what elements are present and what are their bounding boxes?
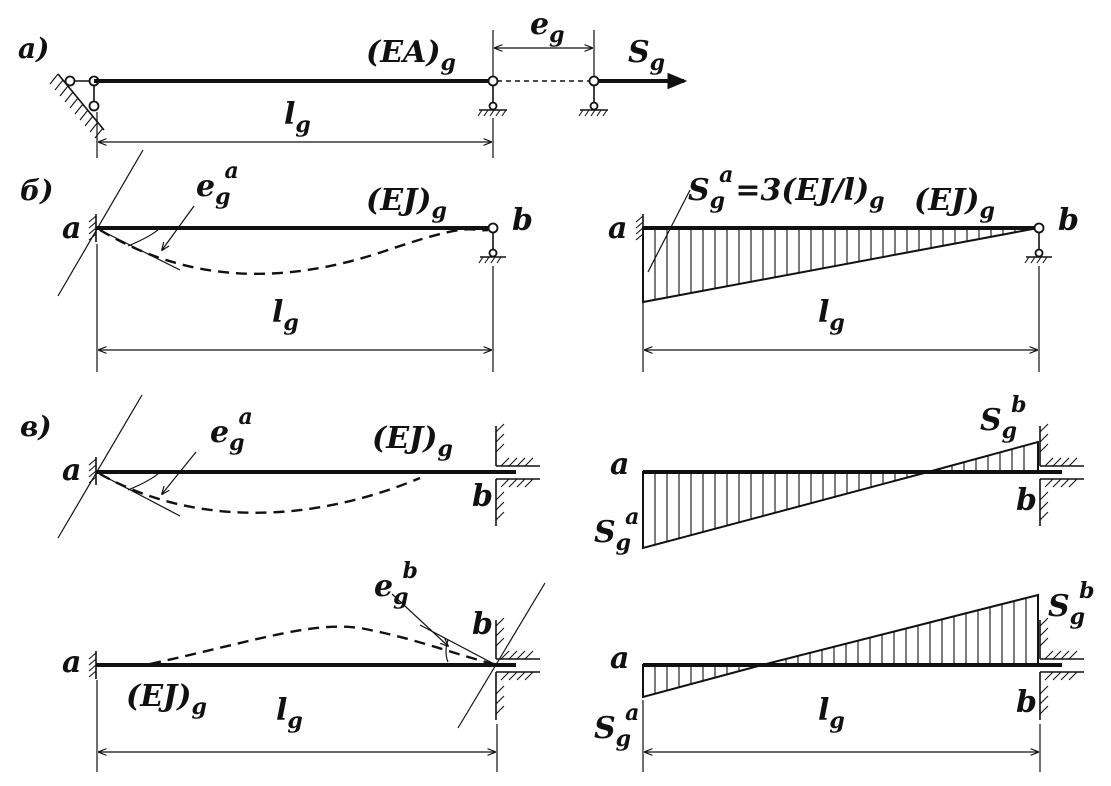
label-l-g-v2-left: lg [276,693,303,734]
rotation-line-v1 [57,394,143,539]
rotation-arc [127,227,161,247]
pointer-e-gb [391,593,448,646]
label-ej-g-b-left: (EJ)g [366,183,447,224]
part-b-label: б) [20,174,53,207]
label-e-g-a-v1: ega [210,404,253,456]
tangent-line-v1 [95,471,181,517]
node-b-b-left: b [512,203,533,238]
fixed-support-v2-left [88,651,97,679]
pointer-e-ga [162,205,195,250]
formula-leader [647,189,691,273]
deflection-curve-v1 [99,472,421,514]
label-s-g-b-v2: Sgb [1048,578,1094,630]
moment-diagram-b [642,227,1039,304]
label-l-g-b-left: lg [272,295,299,336]
node-b-v2-right: b [1016,685,1037,720]
label-e-g-b-v2: egb [374,558,418,610]
label-ej-g-b-right: (EJ)g [914,183,995,224]
label-ea-g: (EA)g [366,35,456,76]
part-v-upper-right: a [594,392,1084,556]
moment-diagram-v1-neg [642,471,929,550]
moment-diagram-v1-pos [927,440,1039,473]
node-a-v1-right: a [610,447,629,482]
part-a-label: a) [18,32,49,65]
deflection-curve-b [99,228,489,275]
label-l-g-a: lg [284,97,311,138]
rotation-arc-v2 [445,639,449,663]
label-s-g-a-v2: Sga [594,700,639,752]
sliding-clamp-v1-right [1039,423,1084,526]
part-a: a) [18,7,688,158]
moment-hatching-b [654,228,1028,300]
moment-diagram-v2-pos [761,593,1039,666]
rotation-line-v2 [457,582,546,729]
part-b-left: б) a b ega (EJ)g [20,149,533,372]
part-v-lower-right: a [594,578,1094,772]
fixed-support-v1-left [88,457,97,485]
node-a-v2-right: a [610,641,629,676]
force-label-s: Sg [628,35,665,76]
displaced-support [578,75,608,117]
node-b-v1-right: b [1016,483,1037,518]
fixed-support-b-right [635,214,644,242]
label-s-g-b-v1: Sgb [980,392,1026,444]
formula-s-g-a: Sga=3(EJ/l)g [688,162,885,214]
part-v-upper-left: в) a [20,394,540,539]
rotation-line [57,149,144,297]
pointer-e-ga-v1 [162,451,197,494]
label-ej-g-v1: (EJ)g [372,421,453,462]
label-e-g-a: ega [196,158,239,210]
node-a-v1: a [62,453,81,488]
sliding-clamp-v2 [495,617,540,720]
moment-hatching-v2-neg [654,665,752,694]
node-a-v2: a [62,645,81,680]
node-b-v2: b [472,607,493,642]
label-ej-g-v2: (EJ)g [126,679,207,720]
node-a-b-right: a [608,211,627,246]
label-s-g-a-v1: Sga [594,504,639,556]
node-b-v1: b [472,479,493,514]
part-b-right: a [608,162,1079,372]
label-l-g-b-right: lg [818,295,845,336]
pin-support-b-right [1024,222,1052,264]
pin-support-b-left [478,222,506,264]
left-hinged-support [49,73,105,139]
node-a-b-left: a [62,211,81,246]
node-b-b-right: b [1058,203,1079,238]
sliding-clamp-v1 [495,423,540,526]
part-v-lower-left: a [62,558,546,772]
rotation-arc-v1 [127,471,161,491]
part-v-label: в) [20,410,52,443]
label-l-g-v2-right: lg [818,693,845,734]
moment-hatching-v2-pos [773,598,1027,665]
sliding-clamp-v2-right [1039,617,1084,720]
label-e-g: eg [530,7,564,48]
deflection-curve-v2 [149,625,495,666]
